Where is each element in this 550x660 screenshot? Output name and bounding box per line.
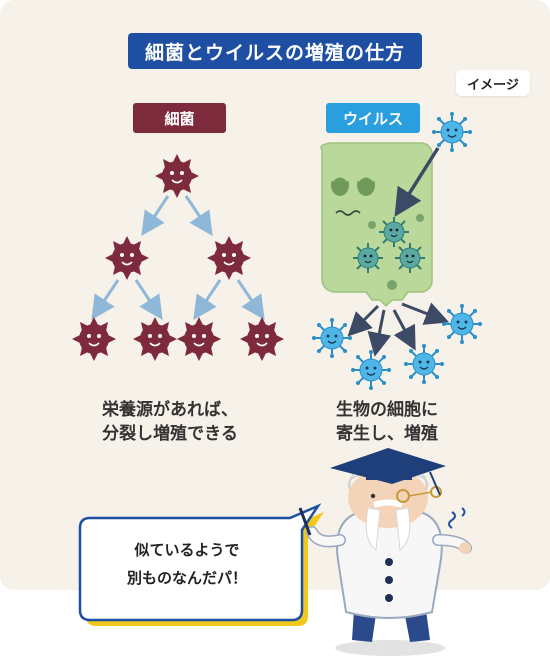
speech-text: 似ているようで 別ものなんだパ！ [92,536,282,592]
speech-line1: 似ているようで [134,541,240,559]
bacteria-caption-line2: 分裂し増殖できる [102,424,238,444]
speech-line2: 別ものなんだパ！ [126,569,247,587]
release-arrows [347,302,450,357]
virus-icon [394,242,426,274]
virus-label: ウイルス [326,103,420,133]
speech-bubble [78,503,324,626]
virus-icon [378,216,410,248]
virus-icon [403,343,445,385]
virus-icon [431,111,473,153]
bacteria-caption-line1: 栄養源があれば、 [102,400,238,420]
infection-arrow [394,147,440,217]
professor-mascot-icon [298,448,472,656]
virus-icon [350,349,392,391]
image-tag-badge: イメージ [456,70,530,96]
virus-caption-line1: 生物の細胞に [336,400,438,420]
virus-caption-line2: 寄生し、増殖 [336,424,438,444]
page-title: 細菌とウイルスの増殖の仕方 [128,33,422,69]
bacterium-icon [239,316,285,362]
bacteria-arrows [91,195,265,320]
virus-icon [311,317,353,359]
bacterium-icon [71,316,117,362]
bacterium-icon [104,235,150,281]
host-cell-icon [320,142,434,308]
virus-icon [352,242,384,274]
bacterium-icon [154,153,200,199]
bacterium-icon [206,235,252,281]
bacterium-icon [176,316,222,362]
bacteria-label: 細菌 [133,103,226,133]
virus-caption: 生物の細胞に 寄生し、増殖 [267,398,507,446]
bacteria-caption: 栄養源があれば、 分裂し増殖できる [50,398,290,446]
virus-icon [441,303,483,345]
bacterium-icon [132,316,178,362]
